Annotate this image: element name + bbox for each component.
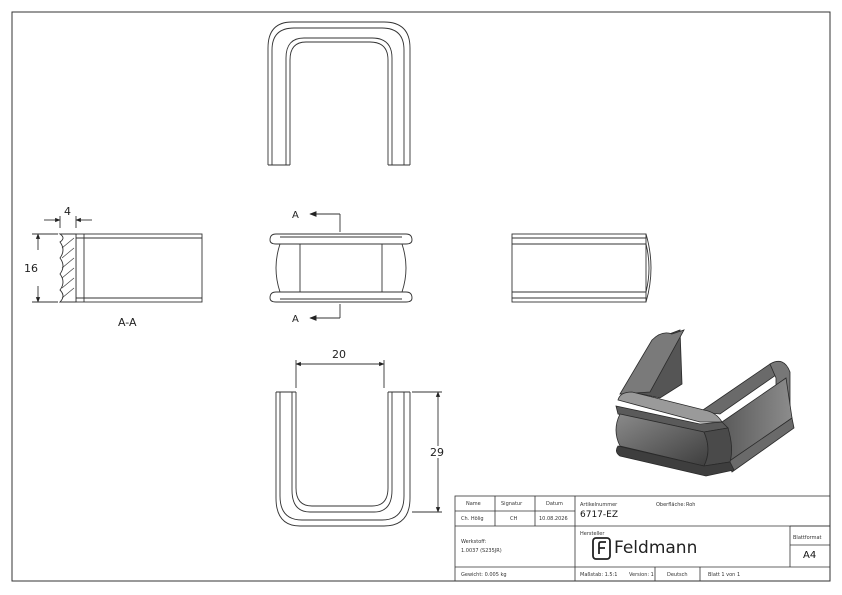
tb-manufacturer-label: Hersteller bbox=[580, 531, 605, 537]
title-block bbox=[454, 495, 831, 582]
feldmann-logo-icon bbox=[592, 537, 611, 560]
dim-height: 16 bbox=[24, 262, 38, 275]
tb-article-label: Artikelnummer bbox=[580, 502, 618, 508]
tb-article-value: 6717-EZ bbox=[580, 510, 619, 520]
isometric-render bbox=[615, 329, 795, 477]
tb-weight: Gewicht: 0.005 kg bbox=[461, 572, 507, 578]
tb-material-value: 1.0037 (S235JR) bbox=[461, 548, 502, 554]
tb-format-value: A4 bbox=[803, 550, 817, 561]
tb-version: Version: 1 bbox=[629, 572, 654, 578]
bottom-view bbox=[275, 360, 442, 527]
section-view-a-a bbox=[32, 216, 203, 303]
tb-signature-value: CH bbox=[510, 516, 518, 522]
tb-language: Deutsch bbox=[667, 572, 688, 578]
tb-sheet: Blatt 1 von 1 bbox=[708, 572, 741, 578]
section-marker-top: A bbox=[292, 210, 299, 221]
front-view bbox=[269, 211, 413, 321]
dim-depth: 29 bbox=[430, 446, 444, 459]
sheet-border bbox=[11, 11, 831, 582]
section-label: A-A bbox=[118, 316, 137, 329]
section-marker-bottom: A bbox=[292, 314, 299, 325]
tb-date-header: Datum bbox=[546, 501, 563, 507]
tb-surface-label: Oberfläche: bbox=[656, 502, 686, 508]
tb-name-header: Name bbox=[466, 501, 481, 507]
tb-format-label: Blattformat bbox=[793, 535, 822, 541]
tb-brand-name: Feldmann bbox=[614, 538, 698, 558]
side-view bbox=[511, 233, 652, 303]
tb-scale: Maßstab: 1.5:1 bbox=[580, 572, 618, 578]
dim-thickness: 4 bbox=[64, 205, 71, 218]
tb-material-label: Werkstoff: bbox=[461, 539, 487, 545]
dim-width: 20 bbox=[332, 348, 346, 361]
tb-surface-value: Roh bbox=[686, 502, 696, 508]
tb-name-value: Ch. Hölig bbox=[461, 516, 484, 522]
tb-signature-header: Signatur bbox=[501, 501, 523, 507]
tb-date-value: 10.08.2026 bbox=[539, 516, 568, 522]
top-view bbox=[267, 21, 411, 166]
